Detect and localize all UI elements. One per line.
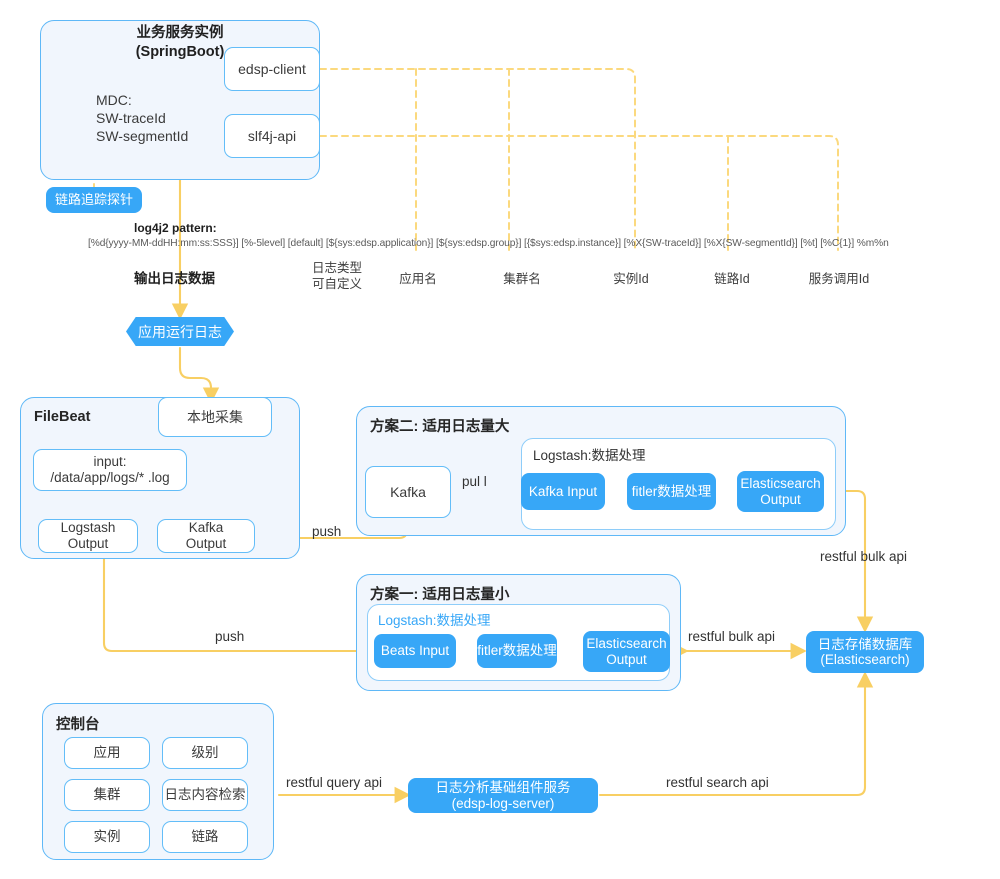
service-panel-subtitle: (SpringBoot) (135, 44, 225, 60)
mdc-label: MDC: SW-traceId SW-segmentId (96, 92, 189, 144)
field-label-instance-id: 实例Id (613, 272, 649, 286)
console-item-app[interactable]: 应用 (64, 737, 150, 769)
console-item-log-search[interactable]: 日志内容检索 (162, 779, 248, 811)
console-item-trace[interactable]: 链路 (162, 821, 248, 853)
log-storage-box[interactable]: 日志存储数据库 (Elasticsearch) (806, 631, 924, 673)
edge-label-push-top: push (312, 524, 342, 539)
edge-label-push-bottom: push (215, 629, 245, 644)
output-log-data-label: 输出日志数据 (134, 271, 215, 286)
kafka-box[interactable]: Kafka (365, 466, 451, 518)
scheme-two-es-output-stage[interactable]: Elasticsearch Output (737, 471, 824, 512)
console-title: 控制台 (56, 717, 100, 733)
runtime-log-hexagon: 应用运行日志 (126, 316, 234, 347)
log-server-box[interactable]: 日志分析基础组件服务 (edsp-log-server) (408, 778, 598, 813)
edge-label-search-api: restful search api (666, 775, 769, 790)
field-label-trace-id: 链路Id (714, 272, 750, 286)
field-label-cluster-name: 集群名 (503, 272, 541, 286)
pull-label: pul l (462, 474, 487, 489)
beats-input-stage[interactable]: Beats Input (374, 634, 456, 668)
filebeat-title: FileBeat (34, 409, 91, 425)
filebeat-input-box[interactable]: input: /data/app/logs/* .log (33, 449, 187, 491)
console-item-cluster[interactable]: 集群 (64, 779, 150, 811)
service-panel-title: 业务服务实例 (60, 24, 300, 43)
console-item-instance[interactable]: 实例 (64, 821, 150, 853)
scheme-one-es-output-stage[interactable]: Elasticsearch Output (583, 631, 670, 672)
scheme-two-title: 方案二: 适用日志量大 (370, 419, 510, 435)
logstash-output-box[interactable]: Logstash Output (38, 519, 138, 553)
edge-label-bulk-api-top: restful bulk api (820, 549, 908, 564)
edge-label-query-api: restful query api (286, 775, 383, 790)
scheme-one-filter-stage[interactable]: fitler数据处理 (477, 634, 557, 668)
kafka-output-box[interactable]: Kafka Output (157, 519, 255, 553)
kafka-input-stage[interactable]: Kafka Input (521, 473, 605, 510)
field-label-app-name: 应用名 (399, 272, 437, 286)
scheme-one-title: 方案一: 适用日志量小 (370, 587, 510, 603)
edsp-client-box[interactable]: edsp-client (224, 47, 320, 91)
local-collect-box[interactable]: 本地采集 (158, 397, 272, 437)
scheme-two-filter-stage[interactable]: fitler数据处理 (627, 473, 716, 510)
slf4j-api-box[interactable]: slf4j-api (224, 114, 320, 158)
field-label-log-type: 日志类型 可自定义 (311, 261, 362, 291)
log4j2-pattern-string: [%d{yyyy-MM-ddHH:mm:ss:SSS}] [%-5level] … (88, 238, 889, 249)
edge-label-bulk-api-bottom: restful bulk api (688, 629, 776, 644)
log4j2-pattern-heading: log4j2 pattern: (134, 221, 217, 235)
scheme-one-logstash-title: Logstash:数据处理 (378, 613, 491, 628)
scheme-two-logstash-title: Logstash:数据处理 (533, 448, 646, 463)
service-panel-title-line1: 业务服务实例 (136, 25, 224, 41)
field-label-span-id: 服务调用Id (808, 272, 870, 286)
console-item-level[interactable]: 级别 (162, 737, 248, 769)
trace-probe-badge[interactable]: 链路追踪探针 (46, 187, 142, 213)
